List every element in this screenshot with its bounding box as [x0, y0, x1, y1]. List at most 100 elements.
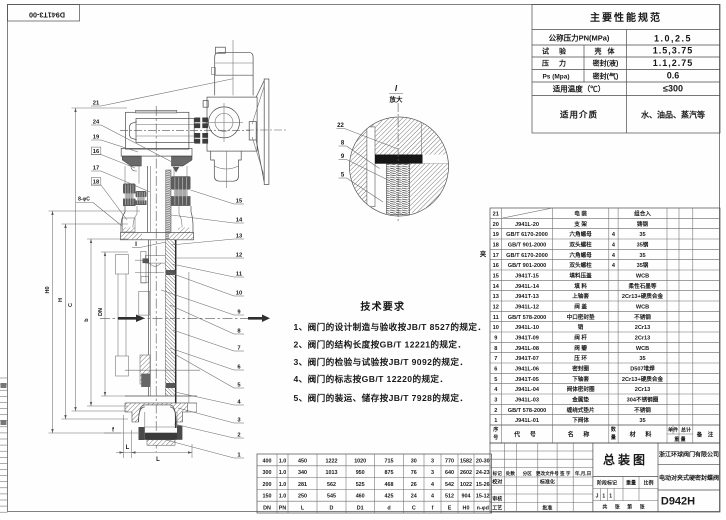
svg-text:525: 525	[356, 482, 365, 488]
svg-text:14: 14	[236, 218, 243, 224]
svg-text:7: 7	[494, 356, 497, 362]
svg-text:2Cr13: 2Cr13	[635, 387, 651, 393]
svg-text:共 张 第 张: 共 张 第 张	[602, 504, 647, 511]
svg-text:阶段标记: 阶段标记	[597, 480, 617, 487]
svg-text:562: 562	[327, 482, 336, 488]
svg-text:6: 6	[237, 365, 241, 371]
svg-text:批准: 批准	[542, 505, 552, 512]
svg-text:9: 9	[237, 310, 241, 316]
svg-text:200: 200	[263, 482, 272, 488]
svg-text:J941L-03: J941L-03	[515, 397, 539, 403]
svg-text:序: 序	[492, 426, 498, 433]
svg-text:号: 号	[493, 434, 498, 441]
svg-text:代 号: 代 号	[513, 431, 540, 439]
svg-text:缠绕式垫片: 缠绕式垫片	[567, 406, 595, 414]
svg-text:校对: 校对	[492, 479, 502, 486]
svg-text:销: 销	[578, 323, 584, 331]
svg-text:重量: 重量	[626, 480, 636, 487]
svg-text:GB/T 6170-2000: GB/T 6170-2000	[506, 232, 548, 238]
svg-text:双头螺柱: 双头螺柱	[569, 240, 592, 248]
svg-text:密封(气): 密封(气)	[593, 72, 619, 81]
svg-text:标记: 标记	[492, 470, 503, 477]
svg-text:阀 盖: 阀 盖	[574, 302, 587, 310]
svg-text:3、阀门的检验与试验按JB/T 9092的规定．: 3、阀门的检验与试验按JB/T 9092的规定．	[294, 356, 469, 367]
svg-text:1: 1	[609, 494, 612, 500]
svg-text:电 装: 电 装	[574, 209, 587, 217]
svg-text:35钢: 35钢	[637, 261, 649, 269]
svg-text:更改文件号: 更改文件号	[536, 470, 559, 477]
svg-text:b: b	[84, 318, 90, 322]
svg-text:450: 450	[298, 458, 307, 464]
svg-text:1.5,3.75: 1.5,3.75	[653, 46, 694, 56]
svg-text:8: 8	[341, 141, 345, 147]
svg-text:DN: DN	[263, 506, 271, 512]
svg-text:400: 400	[263, 458, 272, 464]
svg-text:8: 8	[494, 346, 497, 352]
svg-text:D507堆焊: D507堆焊	[630, 364, 655, 372]
svg-text:460: 460	[356, 494, 365, 500]
svg-text:24: 24	[93, 120, 100, 126]
svg-text:4: 4	[612, 253, 616, 259]
svg-text:13: 13	[236, 234, 243, 240]
svg-text:30: 30	[411, 458, 417, 464]
svg-text:金属垫: 金属垫	[571, 395, 589, 403]
svg-text:24-23: 24-23	[476, 470, 490, 476]
svg-text:21: 21	[493, 211, 499, 217]
svg-text:1.0,2.5: 1.0,2.5	[654, 34, 692, 44]
svg-text:GB/T 6170-2000: GB/T 6170-2000	[506, 253, 548, 259]
svg-text:16: 16	[493, 263, 499, 269]
svg-text:2Cr13: 2Cr13	[635, 335, 651, 341]
svg-text:试 验: 试 验	[542, 47, 570, 56]
svg-text:填料压盖: 填料压盖	[569, 271, 592, 279]
svg-text:电动对夹式硬密封蝶阀: 电动对夹式硬密封蝶阀	[659, 474, 719, 482]
svg-text:2Cr13: 2Cr13	[635, 325, 651, 331]
svg-text:压 力: 压 力	[542, 59, 570, 68]
svg-text:工艺: 工艺	[492, 505, 502, 512]
svg-text:1: 1	[237, 453, 241, 459]
svg-text:H0: H0	[463, 506, 470, 512]
svg-text:分区: 分区	[523, 470, 533, 477]
svg-text:1.0: 1.0	[279, 494, 287, 500]
svg-text:J941L-20: J941L-20	[515, 222, 539, 228]
svg-text:4: 4	[494, 387, 498, 393]
svg-text:542: 542	[445, 482, 454, 488]
svg-text:适用温度（℃）: 适用温度（℃）	[553, 84, 606, 94]
svg-text:E: E	[448, 506, 452, 512]
svg-text:公称压力PN(MPa): 公称压力PN(MPa)	[549, 33, 610, 43]
svg-text:12: 12	[236, 253, 242, 259]
svg-text:1: 1	[494, 418, 497, 424]
svg-text:22: 22	[337, 123, 344, 129]
svg-text:13: 13	[493, 294, 499, 300]
svg-text:340: 340	[298, 470, 307, 476]
svg-text:WCB: WCB	[636, 273, 649, 279]
svg-text:0.6: 0.6	[667, 71, 680, 81]
svg-text:4: 4	[431, 494, 434, 500]
svg-text:950: 950	[356, 470, 365, 476]
svg-text:17: 17	[93, 166, 99, 172]
svg-text:19: 19	[93, 135, 100, 141]
svg-text:4、阀门的标志按GB/T 12220的规定．: 4、阀门的标志按GB/T 12220的规定．	[294, 373, 449, 384]
svg-text:35钢: 35钢	[637, 240, 649, 248]
svg-text:150: 150	[263, 494, 272, 500]
svg-text:35: 35	[639, 418, 645, 424]
svg-text:审核: 审核	[492, 496, 502, 503]
svg-text:4: 4	[237, 400, 241, 406]
svg-text:15-26: 15-26	[476, 482, 490, 488]
svg-text:数: 数	[611, 426, 617, 433]
svg-text:19: 19	[493, 232, 499, 238]
svg-text:300: 300	[263, 470, 272, 476]
svg-text:填 料: 填 料	[574, 282, 587, 290]
svg-text:GB/T 901-2000: GB/T 901-2000	[508, 242, 547, 248]
svg-text:适用介质: 适用介质	[560, 110, 598, 120]
svg-text:量: 量	[611, 434, 616, 441]
svg-text:281: 281	[298, 482, 307, 488]
svg-text:1、阀门的设计制造与验收按JB/T 8527的规定．: 1、阀门的设计制造与验收按JB/T 8527的规定．	[294, 321, 487, 332]
svg-text:签 字: 签 字	[559, 470, 571, 477]
svg-text:C: C	[68, 303, 74, 307]
svg-text:C: C	[412, 506, 416, 512]
svg-text:压 环: 压 环	[574, 354, 587, 362]
svg-text:阀 杆: 阀 杆	[574, 333, 587, 341]
svg-text:六角螺母: 六角螺母	[569, 230, 592, 238]
svg-text:3: 3	[494, 397, 497, 403]
svg-text:水、油品、蒸汽等: 水、油品、蒸汽等	[640, 110, 705, 120]
